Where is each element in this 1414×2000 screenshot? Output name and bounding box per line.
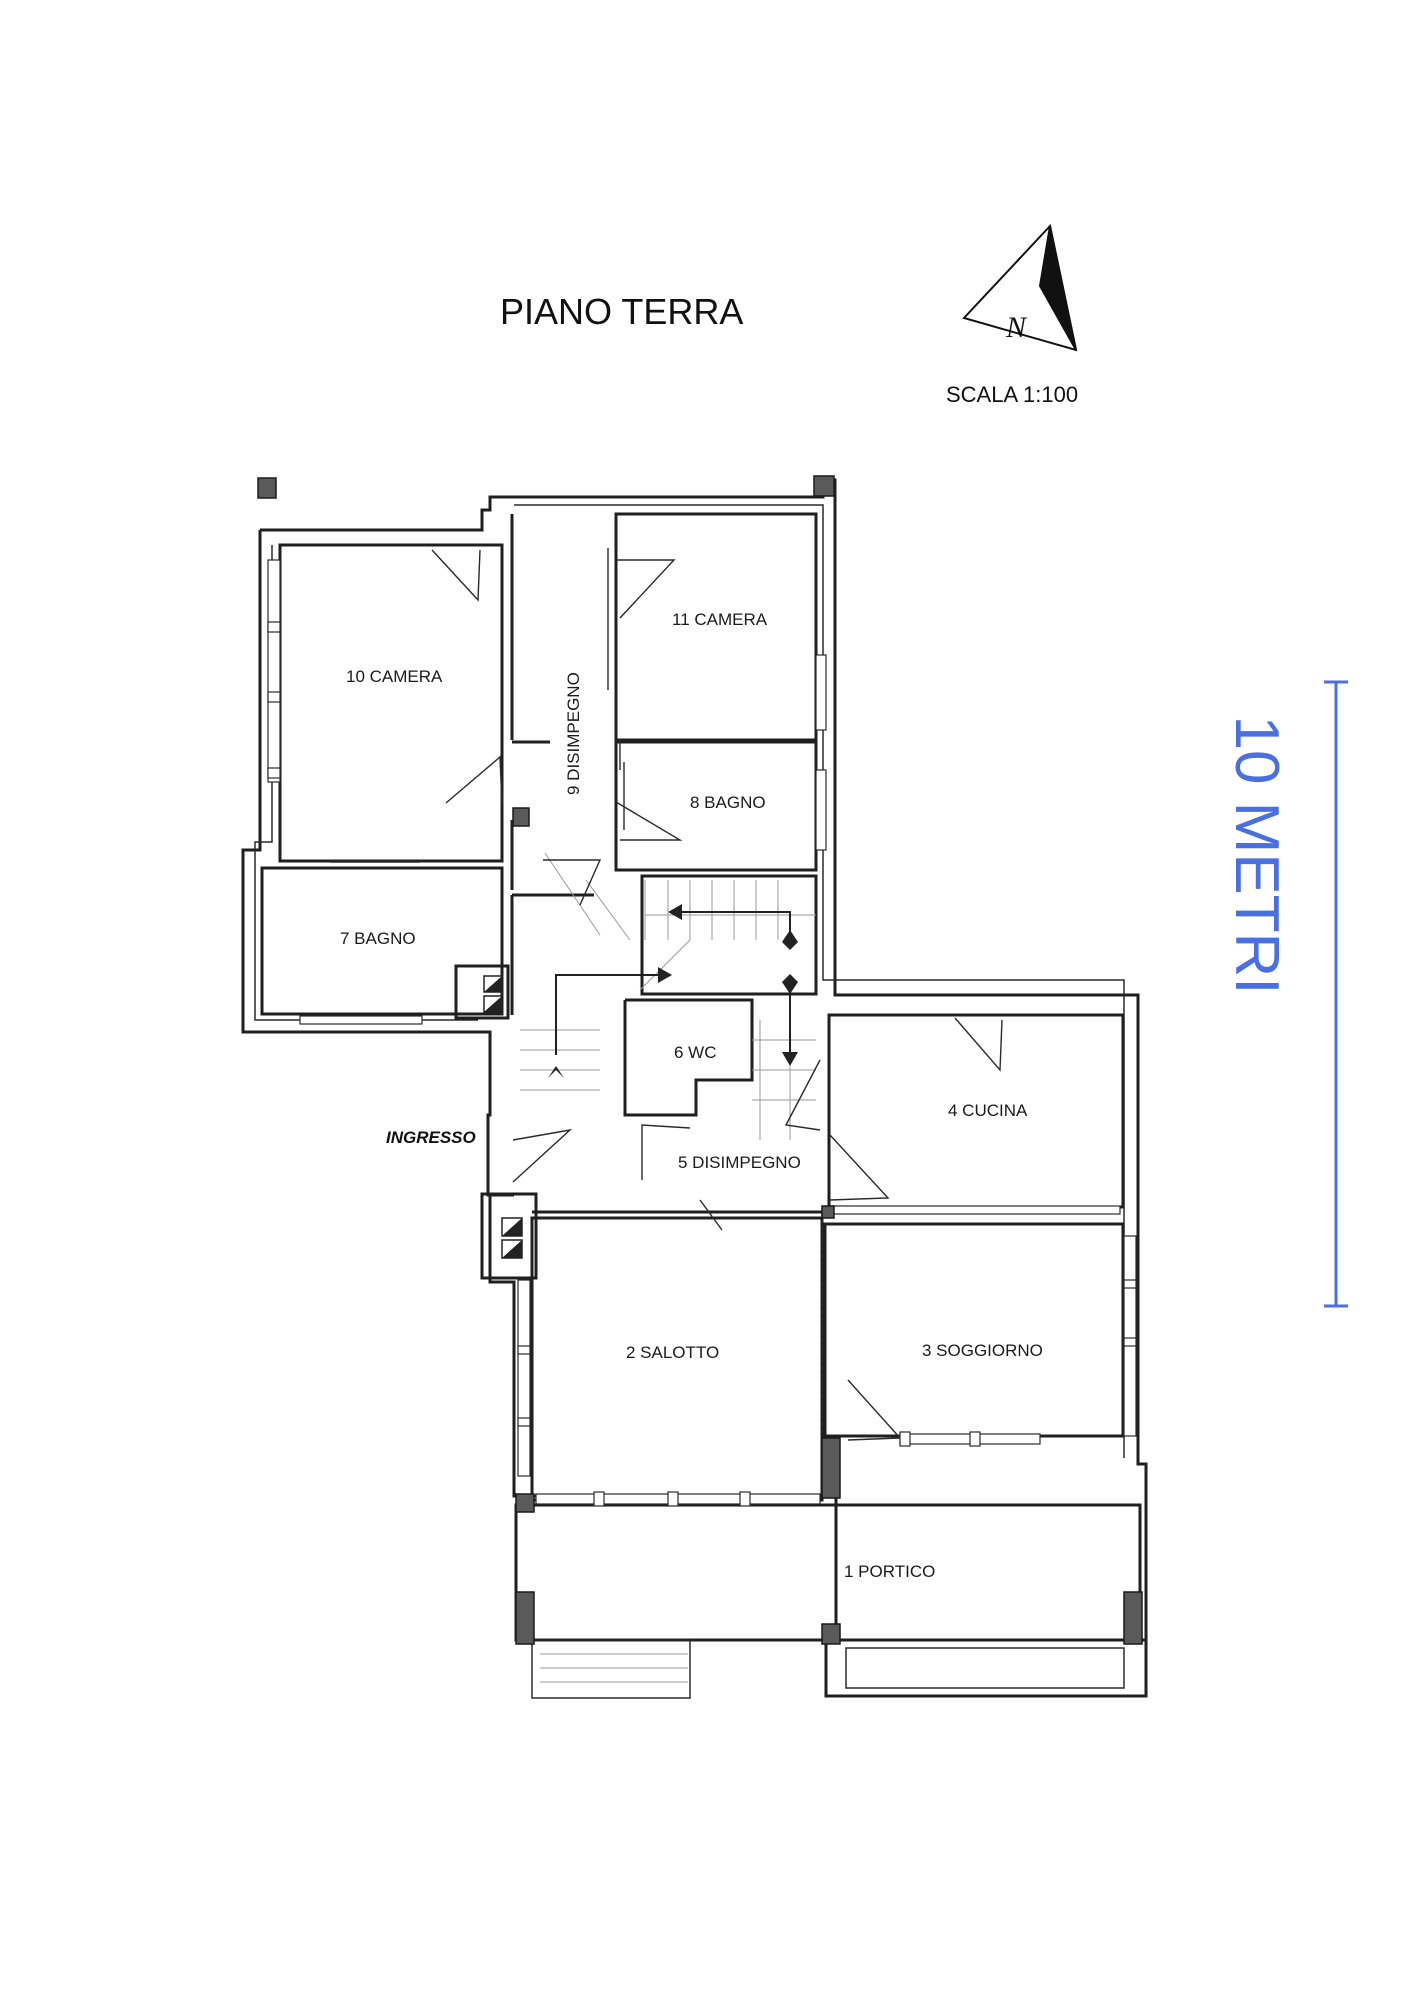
room-label-disimpegno-9: 9 DISIMPEGNO — [564, 672, 583, 795]
room-label-cucina: 4 CUCINA — [948, 1101, 1028, 1120]
scale-label: SCALA 1:100 — [946, 382, 1078, 407]
room-label-wc: 6 WC — [674, 1043, 717, 1062]
stair-arrows — [548, 904, 798, 1078]
entrance-label: INGRESSO — [386, 1128, 476, 1147]
room-label-bagno-7: 7 BAGNO — [340, 929, 416, 948]
north-arrow: N — [962, 223, 1078, 352]
portico-steps — [540, 1653, 688, 1683]
room-label-camera-10: 10 CAMERA — [346, 667, 443, 686]
pillars — [257, 475, 1143, 1645]
room-label-bagno-8: 8 BAGNO — [690, 793, 766, 812]
room-label-camera-11: 11 CAMERA — [672, 610, 768, 629]
doors — [330, 548, 1003, 1441]
north-label: N — [1005, 311, 1028, 344]
room-label-soggiorno: 3 SOGGIORNO — [922, 1341, 1043, 1360]
scale-bar — [1324, 680, 1348, 1308]
room-label-portico: 1 PORTICO — [844, 1562, 935, 1581]
room-label-disimpegno-5: 5 DISIMPEGNO — [678, 1153, 801, 1172]
windows — [267, 559, 1137, 1507]
room-labels: 1 PORTICO 2 SALOTTO 3 SOGGIORNO 4 CUCINA… — [340, 610, 1043, 1581]
room-label-salotto: 2 SALOTTO — [626, 1343, 719, 1362]
scale-bar-label: 10 METRI — [1222, 715, 1291, 994]
page-title: PIANO TERRA — [500, 291, 743, 332]
staircase — [520, 852, 816, 1140]
chimney-flues — [454, 964, 538, 1280]
